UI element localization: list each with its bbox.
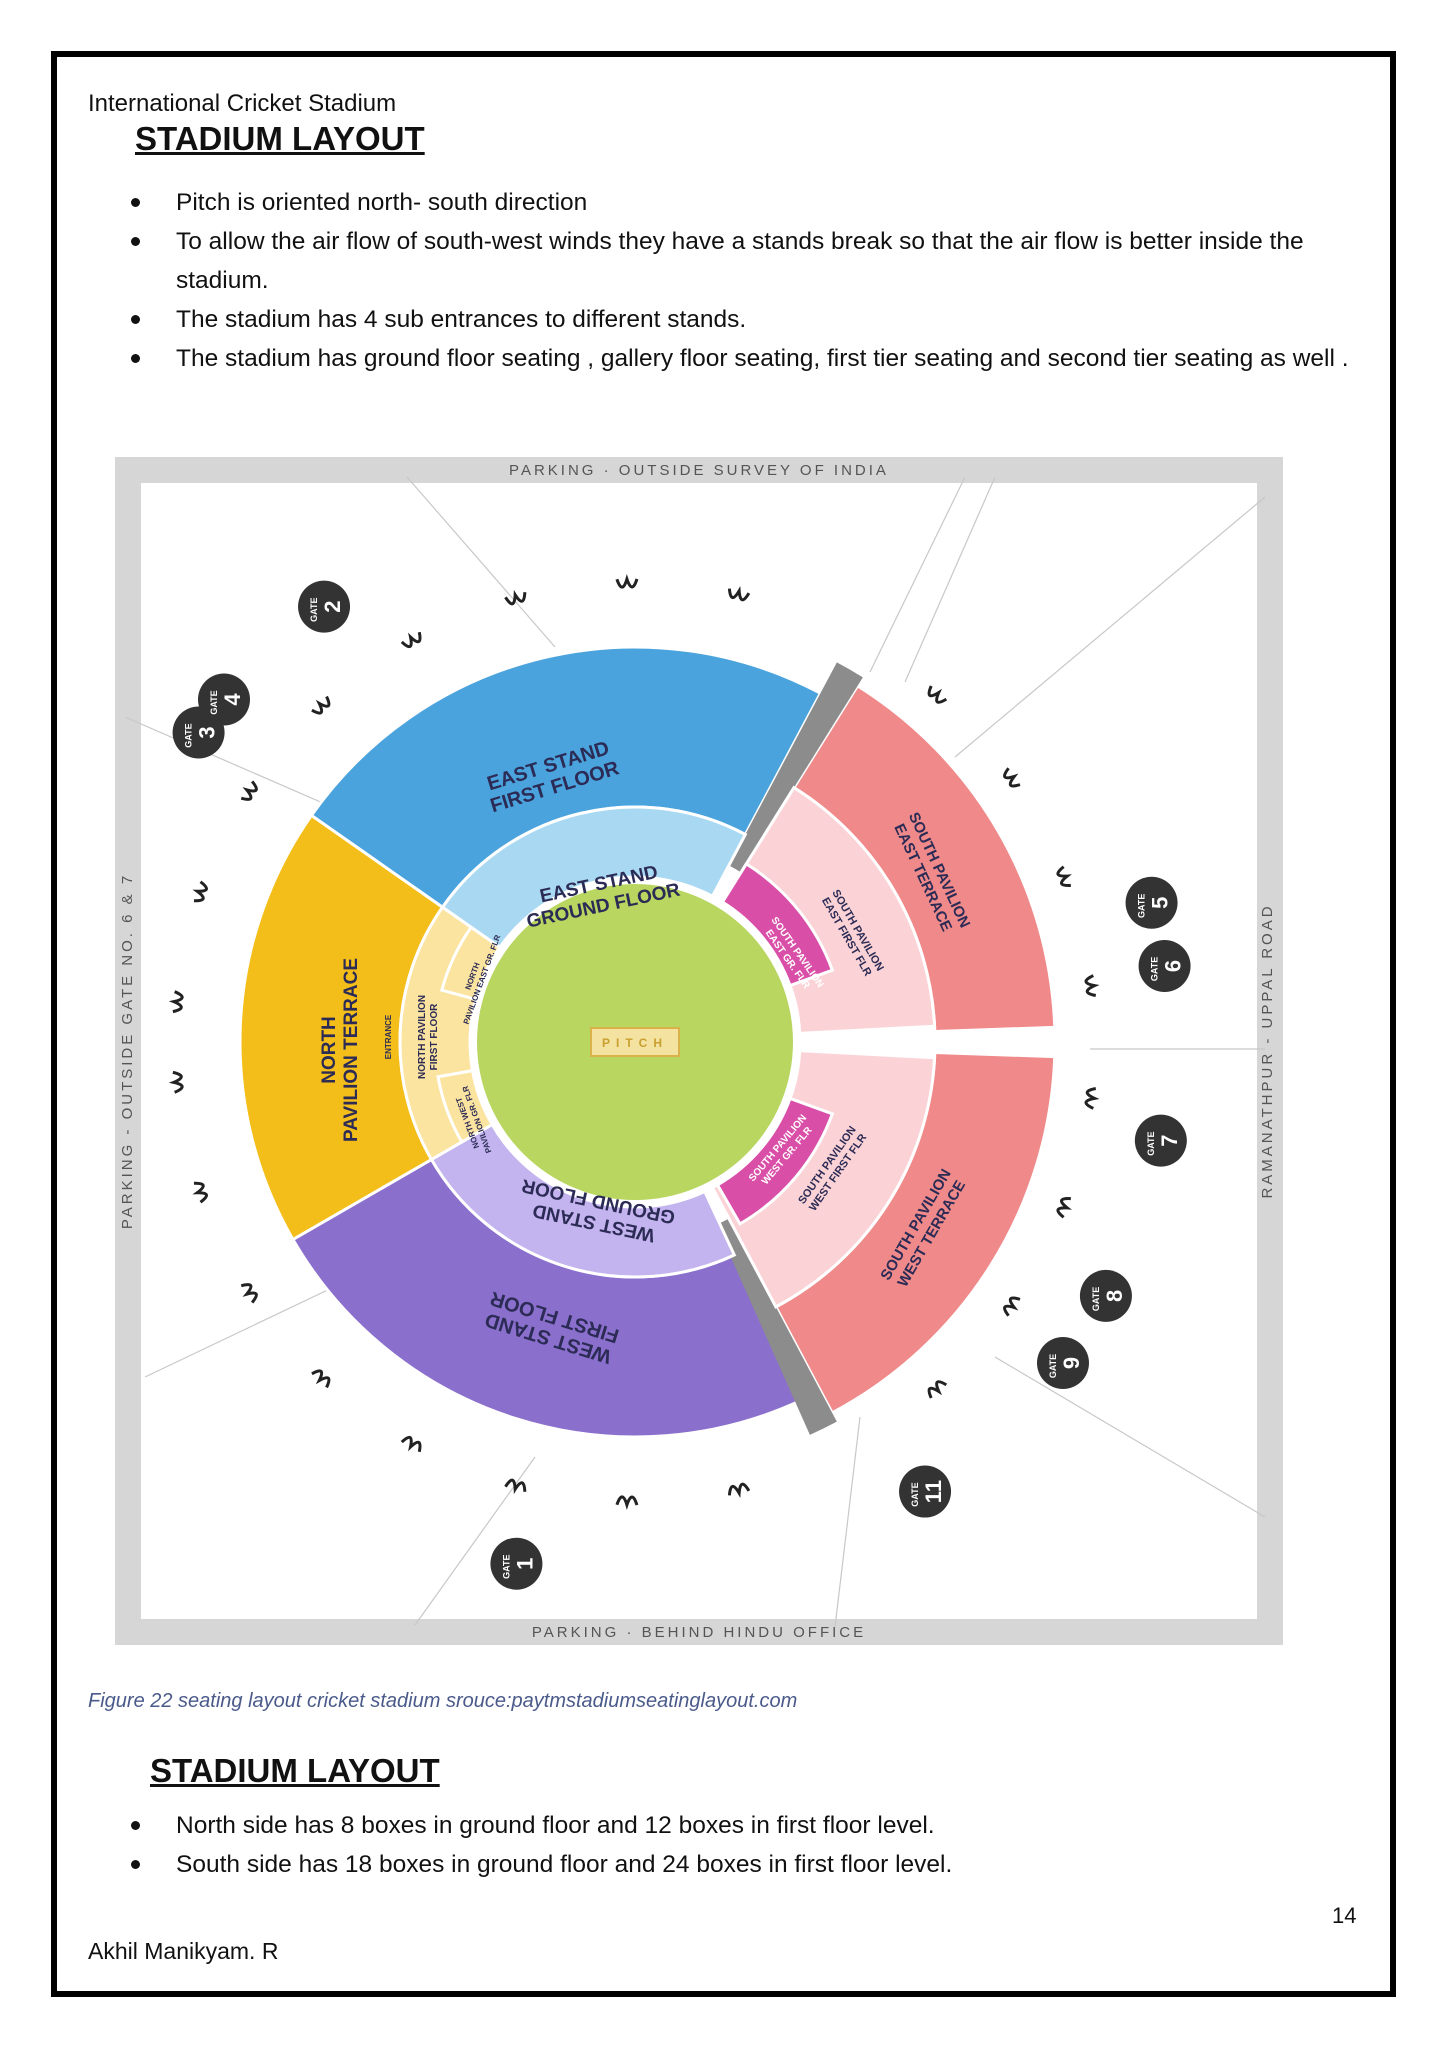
inner-gate-icon: [1084, 974, 1100, 997]
bullet-item: The stadium has ground floor seating , g…: [128, 339, 1368, 378]
svg-text:3: 3: [195, 726, 220, 738]
svg-text:GATE: GATE: [1146, 1131, 1156, 1155]
svg-text:4: 4: [220, 693, 245, 706]
bullet-list: Pitch is oriented north- south direction…: [128, 183, 1368, 378]
bullet-item: North side has 8 boxes in ground floor a…: [128, 1806, 1368, 1845]
bullet-item: To allow the air flow of south-west wind…: [128, 222, 1368, 300]
bullet-list-2: North side has 8 boxes in ground floor a…: [128, 1806, 1368, 1884]
document-title: International Cricket Stadium: [88, 90, 397, 117]
bullet-item: The stadium has 4 sub entrances to diffe…: [128, 300, 1368, 339]
inner-gate-icon: [1003, 1296, 1021, 1317]
inner-gate-icon: [927, 1380, 948, 1399]
inner-gate-icon: [927, 685, 948, 704]
east-stand-ground-floor[interactable]: [440, 805, 748, 950]
bullet-item: South side has 18 boxes in ground floor …: [128, 1845, 1368, 1884]
svg-text:8: 8: [1102, 1290, 1127, 1302]
road-left-label: PARKING - OUTSIDE GATE NO. 6 & 7: [119, 873, 136, 1229]
svg-text:1: 1: [512, 1558, 537, 1570]
inner-gate-icon: [727, 585, 751, 602]
inner-gate-icon: [240, 1283, 258, 1304]
inner-gate-icon: [1003, 767, 1021, 788]
svg-text:11: 11: [921, 1480, 946, 1503]
svg-text:2: 2: [320, 601, 345, 613]
south-pavilion-west-ground-floor[interactable]: [715, 1096, 835, 1226]
inner-gate-icon: [192, 1181, 208, 1204]
inner-gates: [168, 574, 1100, 1510]
stadium-layout-figure: PARKING · OUTSIDE SURVEY OF INDIA PARKIN…: [115, 457, 1283, 1645]
inner-gate-icon: [615, 574, 639, 589]
svg-text:GATE: GATE: [1137, 894, 1147, 918]
inner-gate-icon: [727, 1482, 751, 1499]
inner-gate-icon: [504, 1478, 527, 1495]
page-number: 14: [1332, 1903, 1357, 1928]
stands-break-south: [716, 1218, 837, 1435]
svg-text:7: 7: [1157, 1134, 1182, 1146]
svg-text:GATE: GATE: [501, 1555, 511, 1579]
svg-text:GATE: GATE: [184, 723, 194, 747]
inner-gate-icon: [1056, 865, 1072, 887]
inner-gate-icon: [400, 631, 422, 649]
north-pavilion-first-floor-label: NORTH PAVILIONFIRST FLOOR: [417, 995, 440, 1079]
svg-text:GATE: GATE: [1150, 957, 1160, 981]
page-border: [51, 51, 1396, 1997]
inner-gate-icon: [168, 1070, 184, 1094]
svg-text:GATE: GATE: [910, 1482, 920, 1506]
inner-gate-icon: [615, 1495, 639, 1510]
south-pavilion-east-ground-floor[interactable]: [720, 861, 835, 988]
figure-caption: Figure 22 seating layout cricket stadium…: [88, 1690, 798, 1712]
west-stand-ground-floor[interactable]: [429, 1122, 737, 1279]
north-pavilion-west-ground-floor[interactable]: [436, 1068, 495, 1145]
section-heading: STADIUM LAYOUT: [135, 120, 425, 157]
entrance-label: ENTRANCE: [384, 1014, 393, 1059]
pitch-label: PITCH: [602, 1036, 668, 1050]
svg-text:GATE: GATE: [1048, 1354, 1058, 1378]
pitch: [590, 1027, 680, 1057]
inner-gate-icon: [192, 880, 208, 903]
svg-text:GATE: GATE: [209, 690, 219, 714]
svg-text:5: 5: [1148, 897, 1173, 909]
inner-gate-icon: [311, 1369, 331, 1389]
north-pavilion-east-ground-floor[interactable]: [439, 925, 502, 1002]
stadium: PITCH EAST STANDFIRST FLOOR EAST STANDGR…: [168, 574, 1191, 1590]
inner-gate-icon: [311, 695, 331, 715]
svg-text:6: 6: [1161, 960, 1186, 972]
inner-gate-icon: [1056, 1197, 1072, 1219]
inner-gate-icon: [400, 1435, 422, 1453]
inner-gate-icon: [240, 780, 258, 801]
north-pavilion-terrace-label: NORTHPAVILION TERRACE: [319, 958, 362, 1142]
road-bottom-label: PARKING · BEHIND HINDU OFFICE: [532, 1624, 866, 1641]
road-top-label: PARKING · OUTSIDE SURVEY OF INDIA: [509, 462, 889, 479]
svg-text:9: 9: [1059, 1357, 1084, 1369]
road-right-label: RAMANATHPUR - UPPAL ROAD: [1259, 903, 1276, 1198]
svg-text:GATE: GATE: [309, 597, 319, 621]
stands-break-north: [728, 662, 863, 873]
svg-text:GATE: GATE: [1091, 1287, 1101, 1311]
author-name: Akhil Manikyam. R: [88, 1938, 279, 1964]
inner-gate-icon: [1084, 1087, 1100, 1110]
inner-gate-icon: [168, 990, 184, 1014]
inner-gate-icon: [504, 589, 527, 606]
bullet-item: Pitch is oriented north- south direction: [128, 183, 1368, 222]
section-heading-2: STADIUM LAYOUT: [150, 1752, 440, 1789]
